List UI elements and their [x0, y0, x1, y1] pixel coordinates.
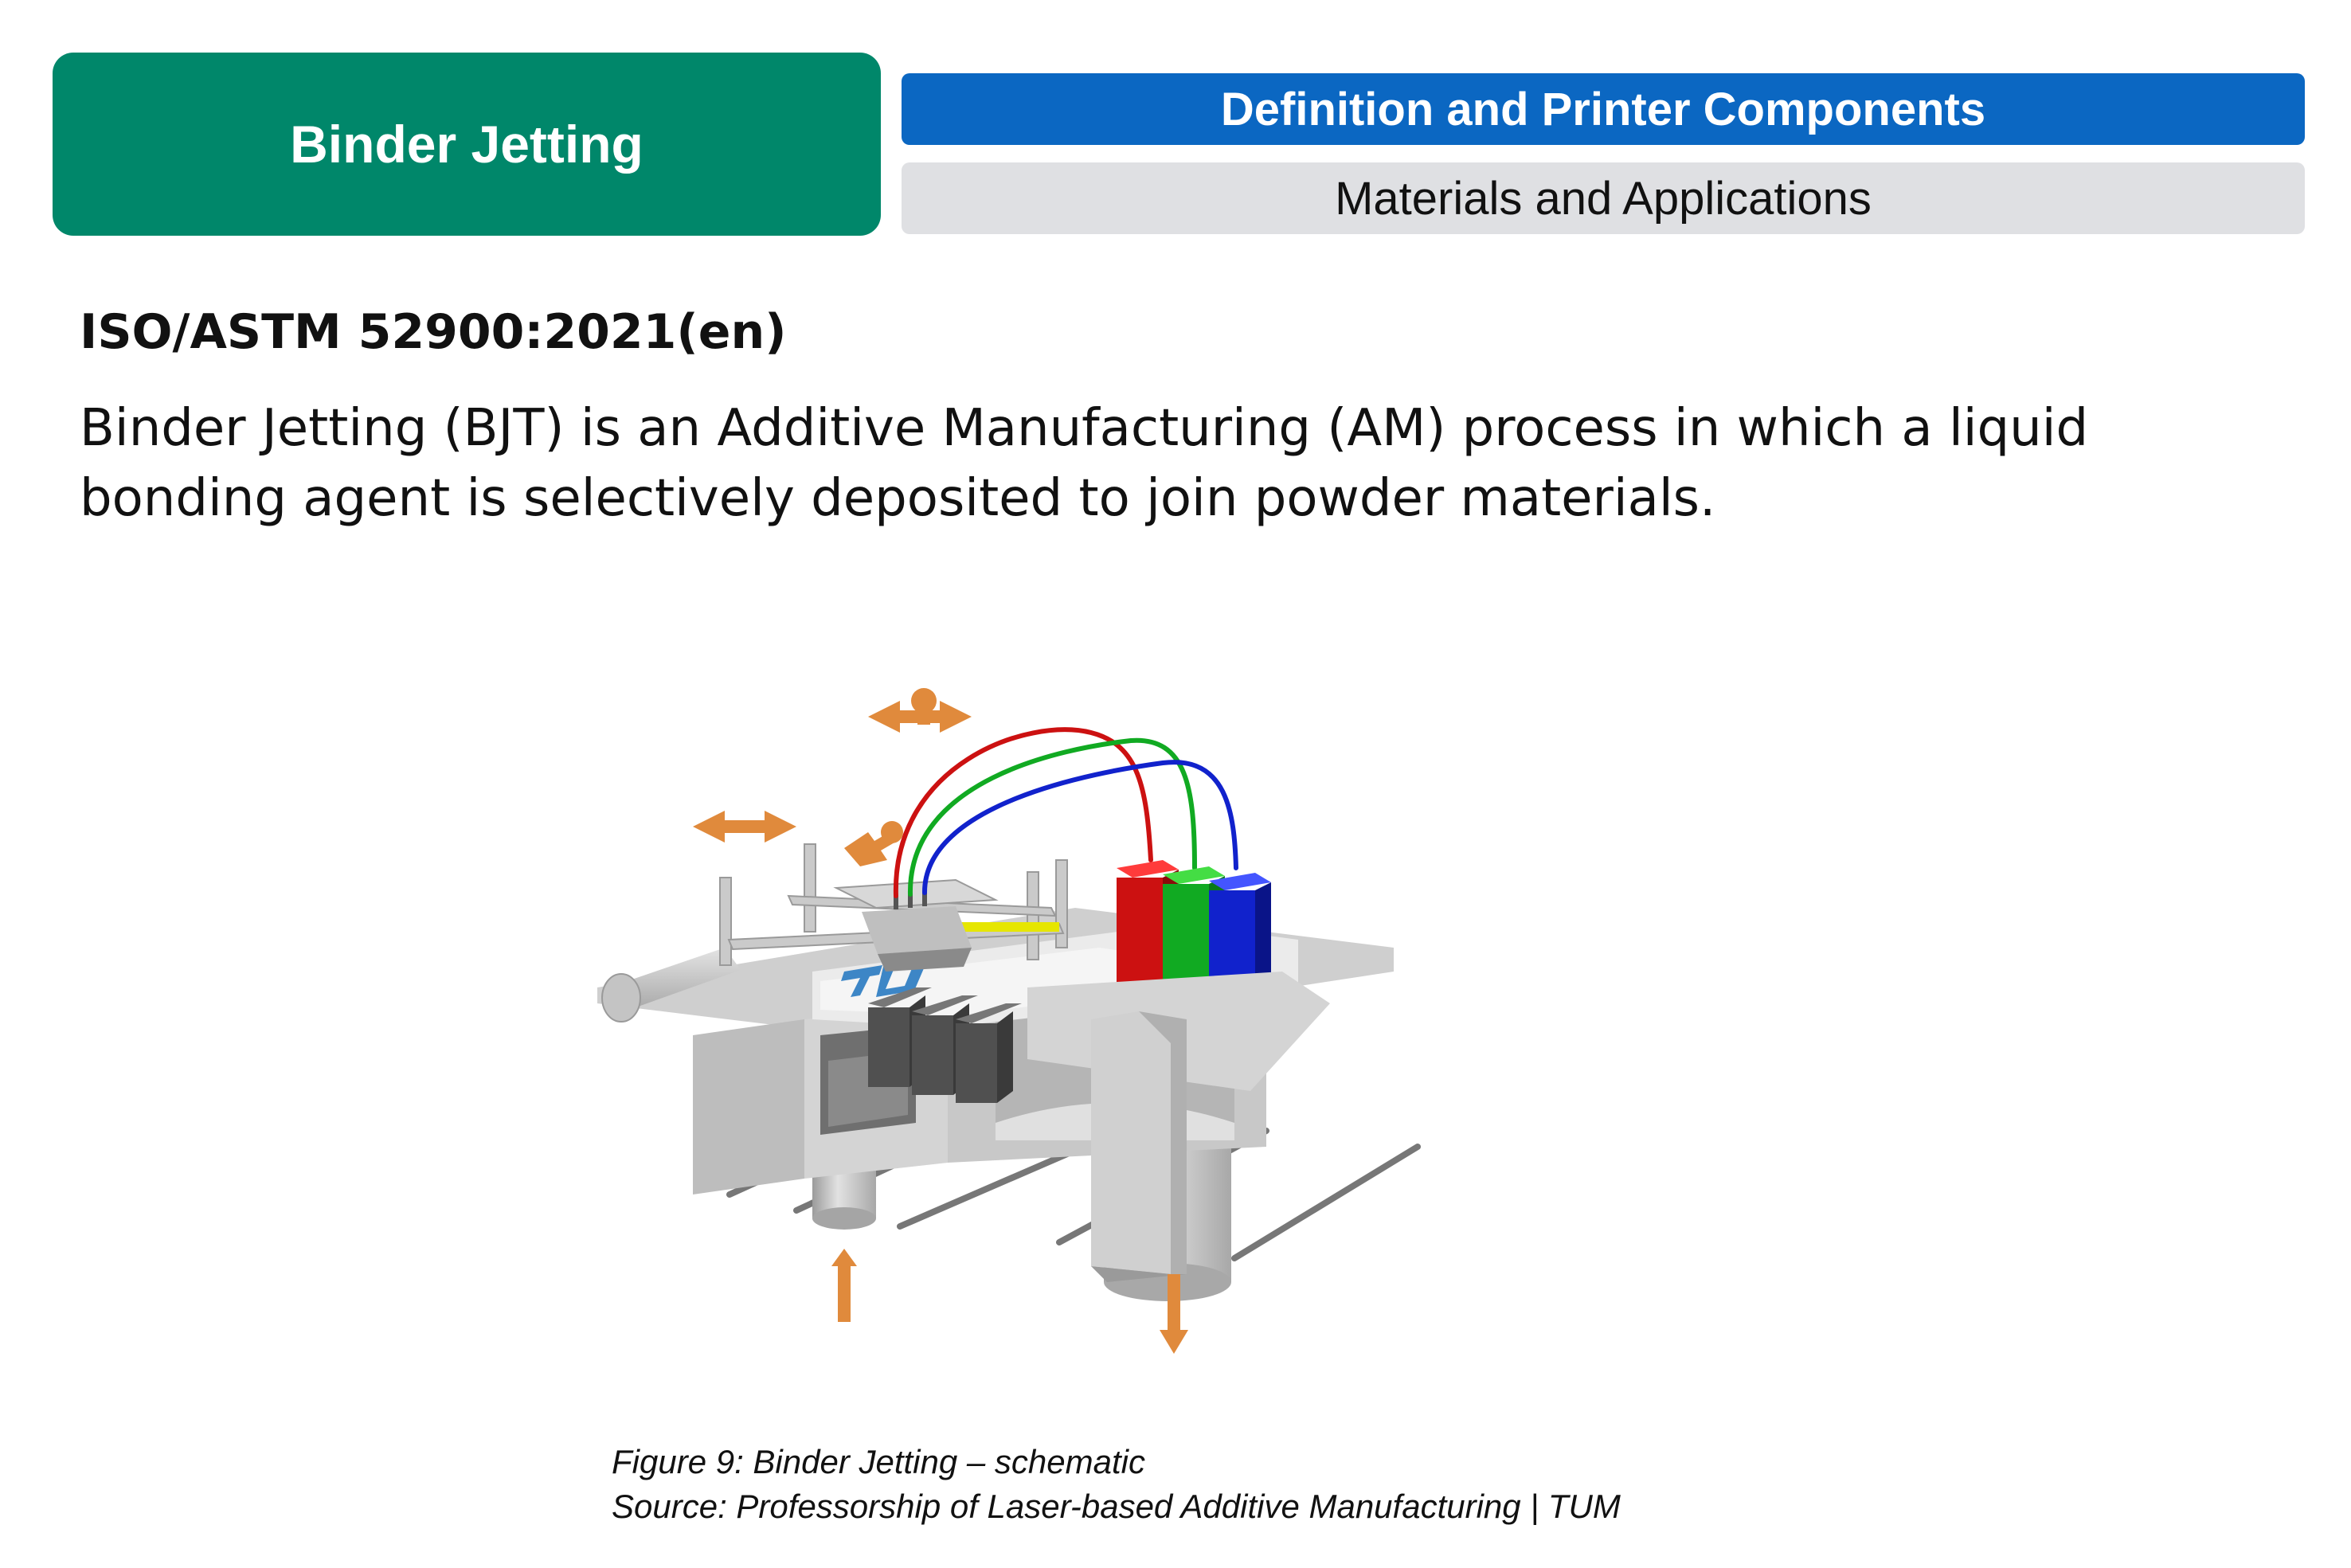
tab-materials-and-applications[interactable]: Materials and Applications [902, 162, 2305, 234]
caption-title: Figure 9: Binder Jetting – schematic [612, 1443, 1145, 1480]
side-platform [1027, 972, 1330, 1282]
printed-parts [868, 987, 1022, 1103]
printhead [833, 878, 999, 972]
figure-caption: Figure 9: Binder Jetting – schematic Sou… [612, 1440, 1621, 1529]
binder-hoses [893, 727, 1238, 898]
caption-source: Source: Professorship of Laser-based Add… [612, 1488, 1621, 1525]
motion-arrows [693, 688, 1188, 1354]
binder-tanks [1117, 860, 1271, 1000]
recoater-roller [601, 948, 741, 1023]
standard-heading: ISO/ASTM 52900:2021(en) [80, 304, 787, 360]
section-title: Binder Jetting [53, 53, 881, 236]
tab-definition-and-printer-components[interactable]: Definition and Printer Components [902, 73, 2305, 145]
binder-jetting-schematic [597, 688, 1421, 1354]
definition-text: Binder Jetting (BJT) is an Additive Manu… [80, 399, 2089, 528]
